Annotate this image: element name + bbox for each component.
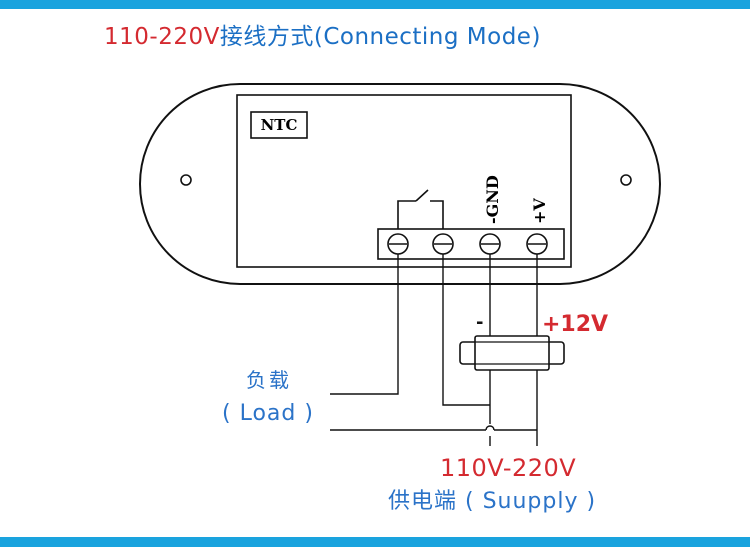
supply-voltage-label: 110V-220V: [440, 454, 577, 482]
ntc-box: [250, 111, 308, 139]
title-voltage: 110-220V: [104, 24, 220, 50]
relay-contact: [415, 189, 429, 202]
load-label-en: ( Load ): [222, 401, 314, 426]
supply-label: 供电端 ( Suupply ): [388, 489, 597, 514]
mount-hole-right: [620, 174, 632, 186]
load-wire-2: [442, 254, 490, 406]
mount-hole-left: [180, 174, 192, 186]
bottom-accent-bar: [0, 537, 750, 547]
dc-plus-12v-label: +12V: [542, 312, 609, 337]
pin-v-label: +V: [530, 198, 549, 224]
ntc-label: NTC: [261, 116, 298, 134]
relay-switch: [397, 200, 416, 233]
load-wire-1: [330, 254, 399, 395]
diagram-title: 110-220V接线方式(Connecting Mode): [104, 26, 541, 49]
load-label-cn: 负载: [246, 368, 292, 392]
pin-gnd-label: -GND: [483, 175, 502, 224]
title-mode: (Connecting Mode): [313, 24, 541, 50]
wires: [330, 254, 538, 446]
title-method: 接线方式: [219, 24, 314, 50]
dc-minus-label: -: [476, 312, 484, 333]
wire-crossover: [485, 425, 495, 431]
dc-connector: [459, 335, 565, 371]
top-accent-bar: [0, 0, 750, 9]
